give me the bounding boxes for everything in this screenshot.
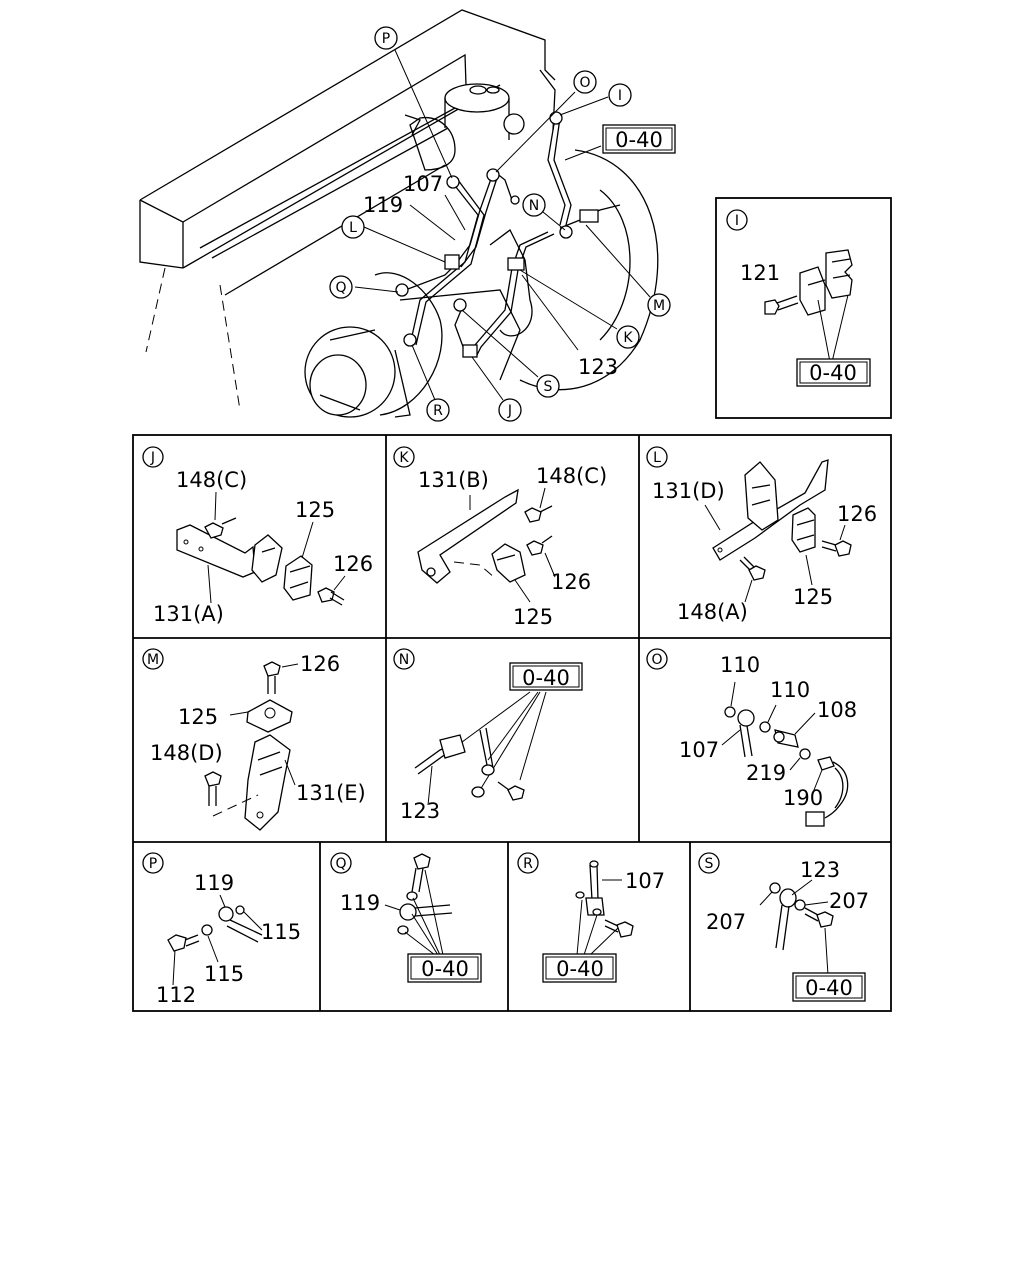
callout-L[interactable]: L bbox=[341, 215, 365, 239]
ref-box-main: 0-40 bbox=[602, 124, 676, 154]
svg-text:107: 107 bbox=[679, 738, 719, 762]
label-107: 107 bbox=[403, 172, 443, 196]
svg-text:0-40: 0-40 bbox=[556, 957, 604, 981]
svg-text:126: 126 bbox=[551, 570, 591, 594]
callout-M[interactable]: M bbox=[647, 293, 671, 317]
svg-text:112: 112 bbox=[156, 983, 196, 1007]
svg-text:M: M bbox=[653, 298, 665, 314]
svg-text:207: 207 bbox=[829, 889, 869, 913]
panel-J: J 148(C) 125 126 131(A) bbox=[142, 446, 373, 626]
svg-text:108: 108 bbox=[817, 698, 857, 722]
panel-P: P 119 115 115 112 bbox=[142, 852, 301, 1007]
callout-S[interactable]: S bbox=[536, 374, 560, 398]
svg-text:O: O bbox=[651, 652, 662, 668]
panel-K: K 131(B) 148(C) 126 125 bbox=[393, 446, 607, 629]
svg-text:148(D): 148(D) bbox=[150, 741, 223, 765]
svg-text:0-40: 0-40 bbox=[615, 128, 663, 152]
svg-text:115: 115 bbox=[261, 920, 301, 944]
svg-text:123: 123 bbox=[400, 799, 440, 823]
svg-text:126: 126 bbox=[333, 552, 373, 576]
svg-text:R: R bbox=[433, 403, 443, 419]
svg-text:148(C): 148(C) bbox=[536, 464, 607, 488]
svg-text:0-40: 0-40 bbox=[421, 957, 469, 981]
callout-J[interactable]: J bbox=[498, 398, 522, 422]
svg-text:P: P bbox=[149, 856, 157, 872]
svg-text:148(A): 148(A) bbox=[677, 600, 748, 624]
svg-text:190: 190 bbox=[783, 786, 823, 810]
callout-R[interactable]: R bbox=[426, 398, 450, 422]
svg-text:219: 219 bbox=[746, 761, 786, 785]
svg-text:126: 126 bbox=[300, 652, 340, 676]
svg-text:0-40: 0-40 bbox=[805, 976, 853, 1000]
svg-text:110: 110 bbox=[720, 653, 760, 677]
callout-Q[interactable]: Q bbox=[329, 275, 353, 299]
svg-text:123: 123 bbox=[800, 858, 840, 882]
svg-text:R: R bbox=[523, 856, 533, 872]
main-leaders bbox=[354, 49, 651, 401]
svg-text:N: N bbox=[399, 652, 409, 668]
svg-text:125: 125 bbox=[513, 605, 553, 629]
svg-text:119: 119 bbox=[194, 871, 234, 895]
svg-text:N: N bbox=[529, 198, 539, 214]
panel-R: R 107 0-40 bbox=[517, 852, 665, 983]
svg-text:L: L bbox=[653, 450, 661, 466]
svg-text:Q: Q bbox=[335, 280, 346, 296]
label-121: 121 bbox=[740, 261, 780, 285]
svg-text:0-40: 0-40 bbox=[522, 666, 570, 690]
svg-text:126: 126 bbox=[837, 502, 877, 526]
svg-text:L: L bbox=[349, 220, 357, 236]
panel-M: M 126 125 148(D) 131(E) bbox=[142, 648, 366, 831]
callout-P[interactable]: P bbox=[374, 26, 398, 50]
svg-text:125: 125 bbox=[295, 498, 335, 522]
svg-text:I: I bbox=[618, 88, 622, 104]
callout-K[interactable]: K bbox=[616, 325, 640, 349]
detail-I-panel: I 121 0-40 bbox=[715, 197, 892, 419]
svg-text:125: 125 bbox=[793, 585, 833, 609]
svg-text:P: P bbox=[382, 31, 390, 47]
svg-text:I: I bbox=[735, 213, 739, 229]
callout-I[interactable]: I bbox=[608, 83, 632, 107]
panel-N: N 0-40 123 bbox=[393, 648, 583, 823]
svg-text:S: S bbox=[544, 379, 553, 395]
svg-text:O: O bbox=[579, 75, 590, 91]
label-119: 119 bbox=[363, 193, 403, 217]
svg-text:107: 107 bbox=[625, 869, 665, 893]
svg-text:0-40: 0-40 bbox=[809, 361, 857, 385]
engine-overview bbox=[139, 9, 659, 418]
callout-N[interactable]: N bbox=[522, 193, 546, 217]
svg-text:K: K bbox=[399, 450, 409, 466]
svg-text:K: K bbox=[623, 330, 633, 346]
svg-text:131(A): 131(A) bbox=[153, 602, 224, 626]
svg-text:J: J bbox=[507, 403, 512, 419]
svg-text:Q: Q bbox=[335, 856, 346, 872]
label-123: 123 bbox=[578, 355, 618, 379]
panel-S: S 123 207 207 0-40 bbox=[698, 852, 869, 1002]
svg-text:119: 119 bbox=[340, 891, 380, 915]
svg-text:207: 207 bbox=[706, 910, 746, 934]
svg-text:148(C): 148(C) bbox=[176, 468, 247, 492]
svg-text:J: J bbox=[150, 450, 155, 466]
svg-text:131(D): 131(D) bbox=[652, 479, 725, 503]
svg-text:131(B): 131(B) bbox=[418, 468, 489, 492]
svg-text:110: 110 bbox=[770, 678, 810, 702]
panel-O: O 110 110 108 107 219 190 bbox=[646, 648, 857, 827]
svg-text:S: S bbox=[705, 856, 714, 872]
panel-Q: Q 119 0-40 bbox=[330, 852, 482, 983]
callout-O[interactable]: O bbox=[573, 70, 597, 94]
svg-text:131(E): 131(E) bbox=[296, 781, 366, 805]
detail-grid bbox=[132, 434, 892, 1012]
svg-text:115: 115 bbox=[204, 962, 244, 986]
panel-L: L 131(D) 126 125 148(A) bbox=[646, 446, 877, 624]
svg-text:125: 125 bbox=[178, 705, 218, 729]
svg-text:M: M bbox=[147, 652, 159, 668]
